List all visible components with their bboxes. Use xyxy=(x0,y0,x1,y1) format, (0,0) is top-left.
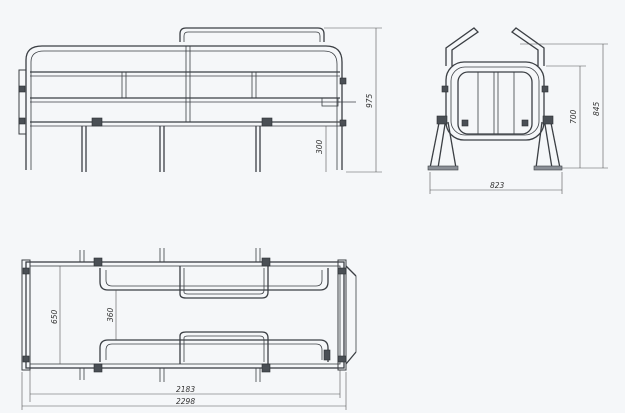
dim-end-total-height: 845 xyxy=(592,101,601,116)
dim-side-height: 975 xyxy=(365,93,374,108)
dim-side-leg: 300 xyxy=(315,139,324,154)
dim-plan-inner-length: 2183 xyxy=(176,385,195,394)
side-elevation xyxy=(18,27,356,172)
plan-view xyxy=(21,248,357,382)
end-elevation xyxy=(427,27,563,171)
dim-plan-total-length: 2298 xyxy=(176,397,195,406)
side-dimensions: 975 300 xyxy=(315,27,382,173)
dim-end-width: 823 xyxy=(490,181,505,190)
dim-plan-rail-spacing: 360 xyxy=(106,307,115,322)
dim-plan-inner-width: 650 xyxy=(50,309,59,324)
plan-dimensions: 650 360 2183 2298 xyxy=(21,266,347,410)
dim-end-inner-height: 700 xyxy=(569,109,578,124)
end-dimensions: 823 700 845 xyxy=(429,43,608,194)
